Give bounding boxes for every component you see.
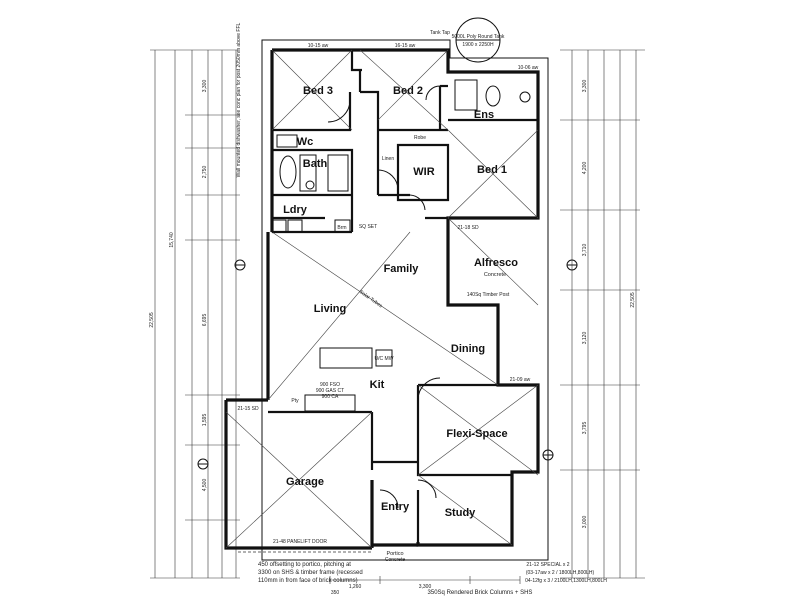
panelift-door-label: 21-48 PANELIFT DOOR <box>273 539 327 545</box>
pantry-label: Pty <box>291 398 299 404</box>
dim-total-left: 22,505 <box>149 312 155 328</box>
eave-outline <box>261 39 549 561</box>
room-label-flexi: Flexi-Space <box>446 428 507 440</box>
alfresco-surface-label: Concrete <box>484 272 506 278</box>
dim-left-c: 6,695 <box>202 314 208 327</box>
room-label-bath: Bath <box>303 158 328 170</box>
tank-size-label: 1900 x 2250H <box>462 42 494 48</box>
section-marker-lower-right <box>542 449 554 461</box>
room-label-kit: Kit <box>370 379 385 391</box>
alfresco-door-label: 21-18 SD <box>457 225 479 231</box>
timber-post-label: 140Sq Timber Post <box>467 292 510 298</box>
robe-label: Robe <box>414 135 426 141</box>
room-label-ldry: Ldry <box>283 204 308 216</box>
room-label-bed3: Bed 3 <box>303 85 333 97</box>
dim-top-left: 10-15 aw <box>308 43 329 49</box>
room-label-entry: Entry <box>381 501 410 513</box>
room-label-wc: Wc <box>297 136 314 148</box>
section-marker-left <box>234 259 246 271</box>
kitchen-spec-3: 900 CA <box>322 394 339 400</box>
portico-surface-label: Concrete <box>385 557 406 563</box>
room-label-bed2: Bed 2 <box>393 85 423 97</box>
internal-walls <box>268 50 538 545</box>
fixtures <box>271 79 531 412</box>
room-label-living: Living <box>314 303 346 315</box>
portico-note-3: 110mm in from face of brick columns) <box>258 578 358 584</box>
room-label-wir: WIR <box>413 166 434 178</box>
dim-left-a: 3,300 <box>202 80 208 93</box>
room-label-alfresco: Alfresco <box>474 257 518 269</box>
portico-note-2: 3300 on SHS & timber frame (recessed <box>258 570 363 576</box>
kitchen-spec-2: 900 GAS CT <box>316 388 344 394</box>
room-label-portico: Portico <box>386 551 403 557</box>
room-label-ens: Ens <box>474 109 494 121</box>
kitchen-spec-1: 900 FSO <box>320 382 340 388</box>
water-tank <box>455 17 501 63</box>
dim-right-c: 3,710 <box>582 244 588 257</box>
section-marker-lower-left <box>197 458 209 470</box>
room-label-dining: Dining <box>451 343 485 355</box>
section-marker-right <box>566 259 578 271</box>
dim-bottom-3: 350 <box>331 590 340 596</box>
room-label-study: Study <box>445 507 476 519</box>
room-label-bed1: Bed 1 <box>477 164 507 176</box>
solar-tubes-label: Solar Tubes <box>358 289 384 310</box>
dim-bottom-2: 3,300 <box>419 584 432 590</box>
dim-bottom-1: 1,260 <box>349 584 362 590</box>
sq-set-label: SQ SET <box>359 224 377 230</box>
special-window-label: 21-12 SPECIAL x 2 <box>526 562 569 568</box>
linen-label: Linen <box>382 156 394 162</box>
dim-left-e: 1,595 <box>202 414 208 427</box>
external-walls <box>224 48 540 550</box>
ceiling-diagonals <box>225 49 539 549</box>
right-dimension-lines <box>560 49 645 579</box>
dim-left-b: 2,750 <box>202 166 208 179</box>
dim-top-mid: 16-15 aw <box>395 43 416 49</box>
dim-outer-left: 15,740 <box>169 232 175 248</box>
broom-label: Brm <box>337 225 346 231</box>
left-dimension-lines <box>150 49 240 579</box>
dim-left-d: 4,500 <box>202 479 208 492</box>
columns-note: 350Sq Rendered Brick Columns + SHS <box>428 590 533 596</box>
room-label-family: Family <box>384 263 420 275</box>
tank-tap-label: Tank Tap <box>430 30 450 36</box>
dim-total-right: 22,505 <box>630 292 636 308</box>
tank-label: 5000L Poly Round Tank <box>452 34 505 40</box>
special-window-note-2: 04-12fg x 3 / 2100LH,1300LH,800LH <box>525 578 607 584</box>
ensuite-note: Wall mounted dishwasher, see conc plan f… <box>236 22 242 177</box>
bottom-dimension-lines <box>329 576 521 584</box>
dim-right-f: 3,000 <box>582 516 588 529</box>
dim-right-b: 4,200 <box>582 162 588 175</box>
door-swings <box>238 85 441 553</box>
room-label-garage: Garage <box>286 476 324 488</box>
uc-mw-label: U/C MW <box>375 356 394 362</box>
special-window-note-1: (03-17aw x 2 / 1800LH,800LH) <box>526 570 595 576</box>
dim-top-right: 10-06 aw <box>518 65 539 71</box>
dim-right-e: 3,795 <box>582 422 588 435</box>
dim-right-a: 3,300 <box>582 80 588 93</box>
laundry-door-label: 21-15 SD <box>237 406 259 412</box>
dining-window-label: 21-09 aw <box>510 377 531 383</box>
dim-right-d: 3,120 <box>582 332 588 345</box>
portico-note-1: 450 offsetting to portico, pitching at <box>258 562 351 568</box>
